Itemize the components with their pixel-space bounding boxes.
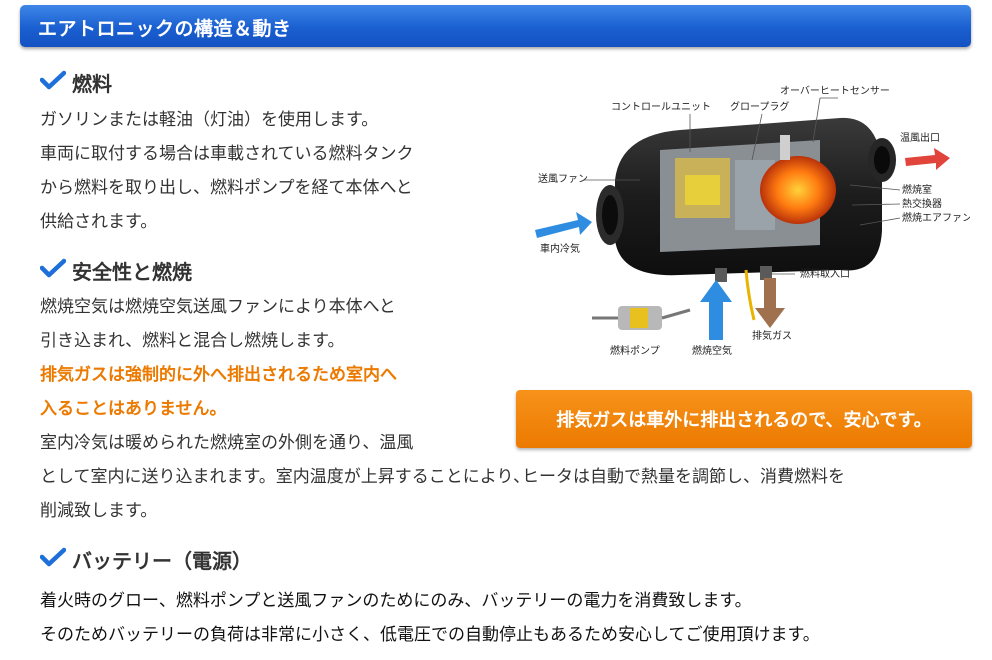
text-line: 着火時のグロー、燃料ポンプと送風ファンのためにのみ、バッテリーの電力を消費致しま…: [40, 591, 752, 611]
label-glow-plug: グロープラグ: [730, 100, 789, 113]
label-cold-air-in: 車内冷気: [540, 242, 580, 255]
label-exhaust: 排気ガス: [752, 329, 792, 342]
heater-body: [596, 117, 896, 321]
label-combustion-chamber: 燃焼室: [902, 183, 932, 196]
combustion-flame: [760, 156, 836, 224]
checkmark-icon: [40, 258, 66, 278]
text-line: 引き込まれ、燃料と混合し燃焼します。: [40, 331, 345, 351]
text-line: 室内冷気は暖められた燃焼室の外側を通り、温風: [40, 433, 414, 453]
text-line: 削減致します。: [40, 501, 158, 521]
cold-air-arrow: [535, 212, 592, 238]
text-line: そのためバッテリーの負荷は非常に小さく、低電圧での自動停止もあるため安心してご使…: [40, 625, 820, 645]
label-combustion-air-fan: 燃焼エアファン: [902, 211, 970, 224]
label-heat-exchanger: 熱交換器: [902, 197, 942, 210]
text-line: 供給されます。: [40, 212, 158, 232]
text-line: 燃焼空気は燃焼空気送風ファンにより本体へと: [40, 297, 396, 317]
battery-paragraph: 着火時のグロー、燃料ポンプと送風ファンのためにのみ、バッテリーの電力を消費致しま…: [40, 584, 820, 652]
section-title-bar: エアトロニックの構造＆動き: [20, 5, 971, 47]
section-title: エアトロニックの構造＆動き: [38, 18, 292, 40]
warm-air-arrow: [905, 148, 950, 170]
label-control-unit: コントロールユニット: [611, 102, 711, 113]
label-fuel-pump: 燃料ポンプ: [610, 344, 660, 357]
warning-line: 排気ガスは強制的に外へ排出されるため室内へ: [40, 365, 397, 385]
label-combustion-air: 燃焼空気: [692, 344, 732, 357]
safety-paragraph: 燃焼空気は燃焼空気送風ファンにより本体へと 引き込まれ、燃料と混合し燃焼します。…: [40, 290, 845, 528]
safety-heading-text: 安全性と燃焼: [72, 260, 192, 284]
checkmark-icon: [40, 70, 66, 90]
text-line: 車両に取付する場合は車載されている燃料タンク: [40, 144, 414, 164]
label-blower-fan: 送風ファン: [538, 172, 588, 185]
warning-line: 入ることはありません。: [40, 399, 227, 419]
label-warm-air-outlet: 温風出口: [900, 131, 940, 144]
fuel-pump: [592, 306, 691, 330]
exhaust-arrow: [755, 278, 785, 328]
text-line: から燃料を取り出し、燃料ポンプを経て本体へと: [40, 178, 413, 198]
checkmark-icon: [40, 547, 66, 567]
label-fuel-inlet: 燃料取入口: [800, 267, 850, 280]
heater-cutaway-diagram: コントロールユニット グロープラグ オーバーヒートセンサー 温風出口 送風ファン…: [535, 85, 970, 357]
fuel-heading-text: 燃料: [72, 72, 112, 96]
battery-heading-text: バッテリー（電源）: [72, 549, 252, 573]
fuel-paragraph: ガソリンまたは軽油（灯油）を使用します。 車両に取付する場合は車載されている燃料…: [40, 103, 414, 239]
exhaust-safety-banner: 排気ガスは車外に排出されるので、安心です。: [516, 390, 972, 448]
text-line: ガソリンまたは軽油（灯油）を使用します。: [40, 110, 379, 130]
banner-text: 排気ガスは車外に排出されるので、安心です。: [556, 410, 932, 431]
text-line: として室内に送り込まれます。室内温度が上昇することにより､ヒータは自動で熱量を調…: [40, 467, 845, 487]
label-overheat-sensor: オーバーヒートセンサー: [780, 85, 890, 97]
combustion-air-arrow: [700, 280, 732, 340]
